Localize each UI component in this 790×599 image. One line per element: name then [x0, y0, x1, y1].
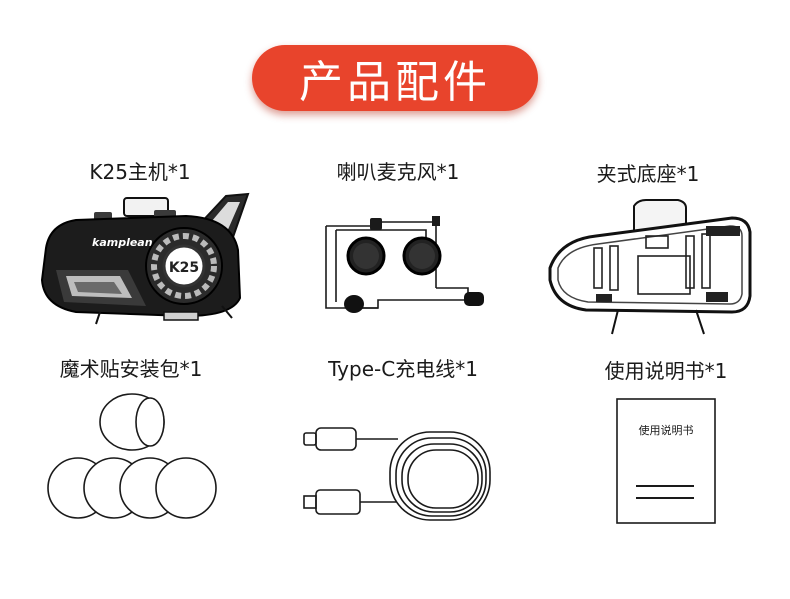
- device-model: K25: [169, 260, 199, 276]
- speaker-mic-image: [318, 212, 496, 324]
- clip-mount-image: [546, 196, 754, 338]
- manual-title: 使用说明书: [639, 423, 694, 437]
- label-velcro-pack: 魔术贴安装包*1: [59, 357, 203, 381]
- label-clip-mount: 夹式底座*1: [596, 162, 700, 186]
- main-unit-image: kamplean K25: [36, 188, 252, 328]
- section-title: 产品配件: [299, 57, 491, 108]
- label-speaker-mic: 喇叭麦克风*1: [336, 160, 460, 184]
- velcro-pack-image: [44, 390, 224, 524]
- device-brand: kamplean: [92, 236, 153, 249]
- manual-image: 使用说明书: [616, 398, 716, 524]
- typec-cable-image: [300, 420, 504, 524]
- section-title-banner: 产品配件: [252, 45, 538, 111]
- label-manual: 使用说明书*1: [604, 359, 728, 383]
- label-typec-cable: Type-C充电线*1: [328, 357, 478, 381]
- label-main-unit: K25主机*1: [89, 160, 191, 184]
